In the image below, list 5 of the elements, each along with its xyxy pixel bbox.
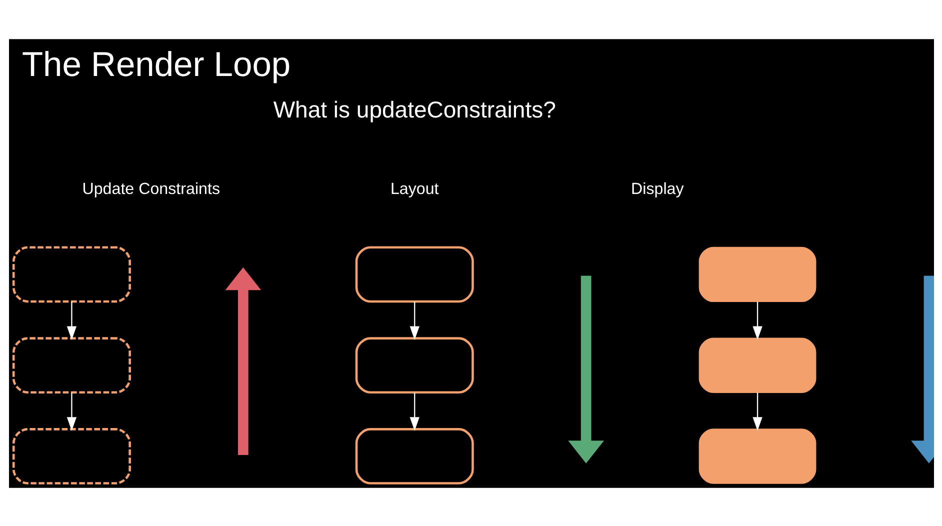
label: Display [630,180,684,198]
label: Update Constraints [82,180,220,198]
label: Layout [390,180,438,198]
label: What is updateConstraints? [272,96,556,122]
diagram-title: The Render Loop [21,45,290,84]
